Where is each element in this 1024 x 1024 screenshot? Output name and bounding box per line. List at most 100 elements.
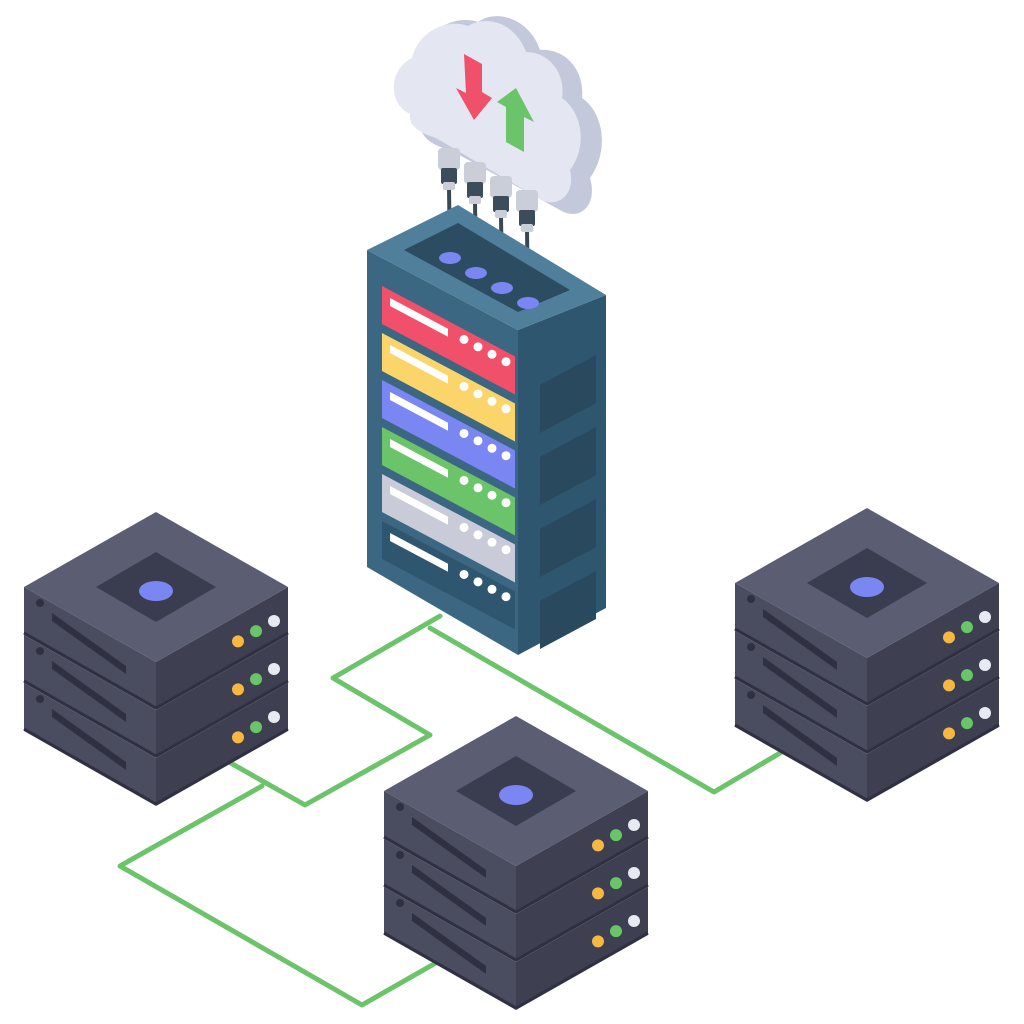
server-led [592, 935, 604, 948]
rack-unit-led [459, 475, 469, 485]
rack-unit-led [501, 498, 511, 508]
rack-top-recess [404, 223, 570, 312]
server-led [979, 706, 991, 719]
server-led [610, 829, 622, 842]
server-led [961, 621, 973, 634]
server-led [232, 683, 244, 696]
server-led [979, 658, 991, 671]
server-led [979, 610, 991, 623]
plug-tip [495, 210, 507, 218]
rack-unit-led [487, 490, 497, 500]
server-layer [23, 587, 289, 710]
rack-port [517, 297, 539, 309]
rack-port [439, 252, 461, 264]
download-arrow-icon [456, 54, 492, 120]
plug-body [438, 148, 460, 170]
plug-tip [443, 182, 455, 190]
rack-unit-red [382, 286, 515, 395]
rack-unit-led [473, 436, 483, 446]
server-slot [52, 709, 126, 770]
rack-unit-led [473, 530, 483, 540]
server-led [943, 679, 955, 692]
cable-rack-to-left-server [217, 613, 443, 808]
server-screw [396, 803, 404, 811]
server-layer [23, 635, 289, 758]
server-led [961, 717, 973, 730]
server-stack-right [734, 508, 1000, 802]
upload-arrow-icon [497, 88, 534, 152]
server-led [610, 877, 622, 890]
rack-vent [540, 571, 596, 649]
server-slot [763, 657, 837, 718]
server-slot [412, 913, 486, 974]
server-slot [412, 817, 486, 878]
rack-side-vents [540, 355, 596, 649]
server-screw [747, 691, 755, 699]
rack-unit-led [459, 334, 469, 344]
server-side [156, 635, 288, 758]
rack-unit-led [473, 577, 483, 587]
rack-unit-label [390, 533, 448, 572]
plug-body [464, 162, 486, 184]
rack-unit-yellow [382, 333, 515, 442]
server-screw [36, 599, 44, 607]
server-slot [412, 865, 486, 926]
server-side [867, 631, 999, 754]
server-rack-icon [367, 205, 606, 655]
server-slot [763, 609, 837, 670]
server-side [156, 683, 288, 806]
rack-vent [540, 355, 596, 433]
rack-unit-blue [382, 380, 515, 489]
rack-unit-led [473, 483, 483, 493]
rack-unit-led [487, 396, 497, 406]
server-screw [396, 899, 404, 907]
network-cables [117, 613, 795, 1008]
rack-ports [439, 252, 539, 309]
rack-unit-label [390, 392, 448, 431]
cable-left-to-center-server [117, 783, 451, 1008]
rack-unit-label [390, 298, 448, 337]
rack-unit-led [501, 545, 511, 555]
rack-unit-label [390, 486, 448, 525]
rack-unit-dark [382, 521, 515, 630]
server-layer [734, 583, 1000, 706]
server-led [250, 721, 262, 734]
plug-tip [469, 196, 481, 204]
server-led [628, 914, 640, 927]
server-led [232, 635, 244, 648]
server-led [628, 818, 640, 831]
cloud-front [393, 21, 581, 203]
server-slot [763, 705, 837, 766]
server-side [867, 583, 999, 706]
rack-units [382, 286, 515, 630]
rack-unit-led [487, 584, 497, 594]
server-led [943, 631, 955, 644]
server-led [232, 731, 244, 744]
server-side [516, 791, 648, 914]
server-screw [396, 851, 404, 859]
rack-unit-led [501, 592, 511, 602]
server-side [156, 587, 288, 710]
server-led [268, 710, 280, 723]
rack-unit-led [501, 404, 511, 414]
server-led [592, 839, 604, 852]
server-port [850, 577, 884, 597]
rack-unit-led [473, 342, 483, 352]
rack-unit-gray [382, 474, 515, 583]
rack-unit-label [390, 439, 448, 478]
server-side [867, 679, 999, 802]
server-side [516, 839, 648, 962]
cable-rack-to-right-server [427, 625, 795, 795]
plug-tip [521, 224, 533, 232]
server-layer [734, 679, 1000, 802]
rack-unit-led [459, 569, 469, 579]
rack-unit-label [390, 345, 448, 384]
plug-collar [519, 210, 535, 226]
plug-collar [441, 168, 457, 184]
cloud-connectors [438, 148, 538, 304]
rack-unit-led [487, 443, 497, 453]
server-led [943, 727, 955, 740]
server-side [516, 887, 648, 1010]
rack-unit-led [473, 389, 483, 399]
